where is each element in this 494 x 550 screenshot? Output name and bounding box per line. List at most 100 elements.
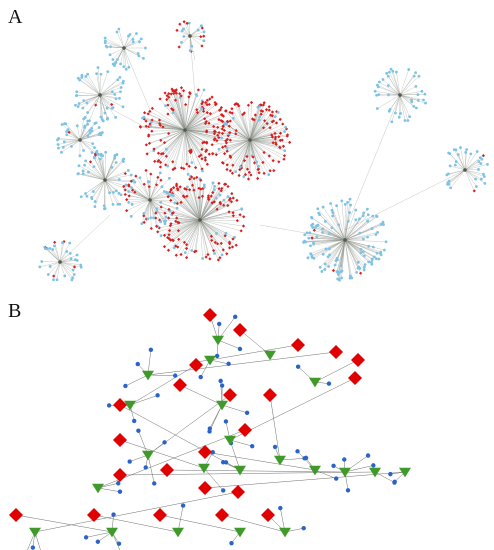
edge: [325, 239, 346, 265]
mrna-node: [211, 181, 215, 185]
circrna-node: [213, 129, 217, 134]
mrna-node: [315, 235, 319, 239]
circrna-node: [88, 160, 93, 164]
edge: [184, 114, 222, 131]
mirna-node: [371, 463, 376, 468]
edge: [129, 454, 149, 462]
edge: [279, 458, 305, 461]
edge: [95, 94, 101, 106]
mrna-node: [40, 260, 44, 263]
circrna-node: [179, 94, 183, 98]
mrna-node: [283, 149, 287, 153]
edge: [99, 94, 113, 109]
edge: [180, 186, 201, 221]
circrna-node: [251, 155, 255, 159]
edge: [184, 129, 203, 172]
edge: [120, 47, 125, 65]
circrna-node: [185, 243, 189, 247]
edge: [249, 139, 270, 157]
mrna-node: [379, 250, 383, 254]
mrna-node: [408, 115, 411, 119]
circrna-node: [195, 111, 200, 115]
circrna-node: [183, 187, 187, 191]
edge: [172, 219, 201, 241]
edge: [104, 160, 123, 181]
edge: [464, 169, 484, 175]
edge: [249, 104, 261, 141]
edge: [58, 138, 81, 141]
circrna-node: [472, 189, 476, 193]
edge: [231, 108, 251, 141]
circrna-node: [278, 131, 283, 135]
edge: [249, 119, 255, 141]
mrna-node: [111, 203, 115, 206]
edge: [199, 219, 230, 244]
edge: [171, 189, 201, 221]
mrna-node: [376, 83, 379, 87]
mrna-node: [119, 86, 123, 89]
edge: [199, 212, 234, 221]
mrna-node: [103, 111, 107, 115]
edge: [86, 94, 101, 104]
edge: [149, 199, 159, 227]
circrna-node: [158, 165, 162, 169]
circrna-node: [203, 156, 207, 160]
circrna-node: [223, 144, 227, 148]
edge: [454, 149, 466, 171]
circrna-node: [142, 220, 146, 225]
hub-node: [398, 93, 402, 97]
circrna-node: [220, 131, 225, 136]
circrna-node: [159, 152, 163, 156]
circrna-node: [274, 142, 278, 147]
edge: [104, 152, 106, 181]
edge: [59, 251, 67, 263]
edge: [187, 186, 201, 221]
edge: [123, 41, 134, 49]
mrna-node: [84, 192, 87, 195]
edge: [344, 239, 381, 253]
circrna-node: [169, 92, 173, 96]
edge: [392, 71, 401, 96]
edge: [104, 179, 106, 206]
edge: [317, 208, 346, 241]
edge: [247, 139, 251, 170]
gene-node: [224, 435, 236, 446]
edge: [450, 169, 466, 188]
mirna-node: [388, 471, 393, 477]
mrna-node: [84, 74, 88, 78]
mirna-node: [301, 525, 306, 531]
mirna-node: [152, 481, 157, 486]
mrna-node: [307, 236, 311, 240]
edge: [86, 179, 106, 197]
circrna-node: [173, 166, 177, 170]
edge: [377, 85, 401, 96]
edge: [249, 139, 258, 179]
cluster-link: [344, 94, 401, 231]
mrna-node: [365, 207, 369, 211]
edge: [227, 121, 251, 141]
mrna-node: [127, 34, 130, 38]
mrna-node: [340, 199, 344, 203]
mrna-node: [113, 93, 117, 96]
circrna-node: [234, 101, 238, 106]
mrna-node: [372, 255, 376, 259]
circrna-node: [178, 22, 182, 26]
mrna-node: [115, 30, 119, 34]
circrna-node: [223, 234, 227, 238]
edge: [199, 219, 214, 251]
circrna-node: [142, 182, 146, 186]
gene-node: [198, 463, 210, 474]
mrna-node: [180, 40, 183, 44]
circrna-node: [189, 358, 203, 372]
circrna-node: [218, 108, 222, 112]
circrna-node: [113, 433, 127, 447]
circrna-node: [203, 117, 207, 121]
mrna-node: [62, 140, 66, 144]
circrna-node: [239, 229, 243, 233]
mirna-node: [365, 453, 371, 458]
mrna-node: [333, 263, 337, 267]
circrna-node: [152, 147, 156, 151]
mrna-node: [133, 180, 137, 184]
gene-node: [172, 527, 184, 538]
mrna-node: [90, 126, 93, 130]
